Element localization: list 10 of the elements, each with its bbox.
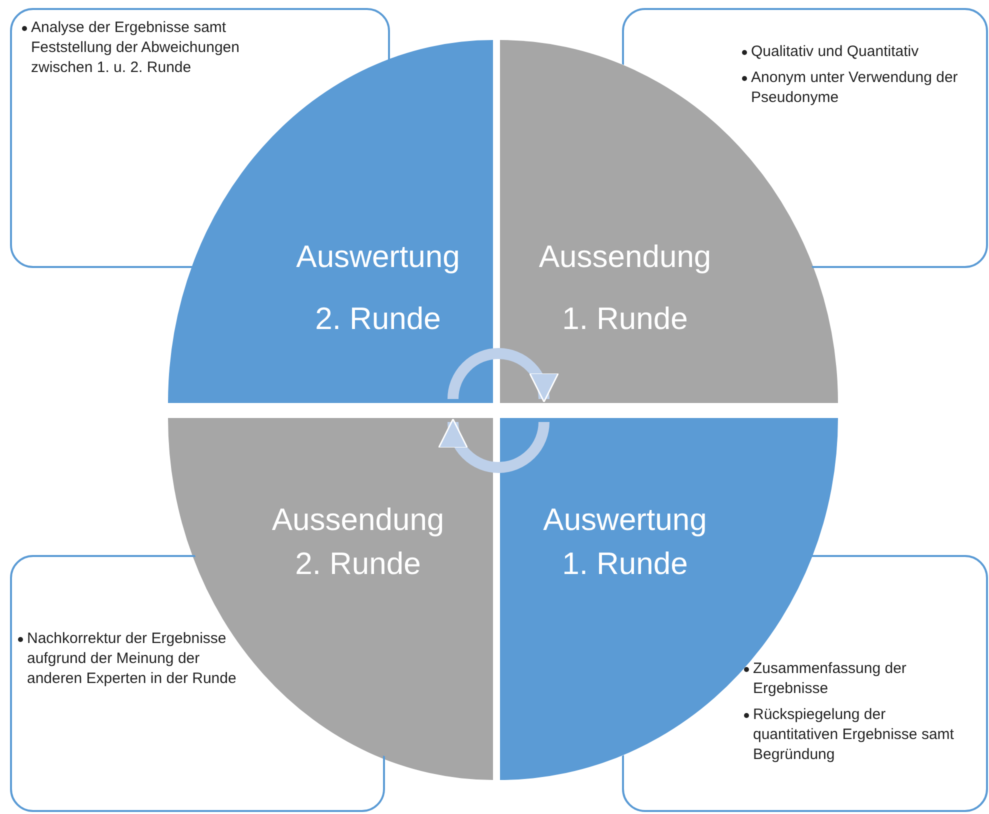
quadrant-label: Auswertung 2. Runde	[295, 238, 461, 338]
bullet-text: Anonym unter Verwendung der Pseudonyme	[751, 68, 959, 108]
quadrant-label: Auswertung 1. Runde	[542, 501, 708, 583]
quadrant-label: Aussendung 2. Runde	[270, 501, 446, 583]
bullet-text: Zusammenfassung der Ergebnisse	[753, 659, 908, 699]
bullet-text: Analyse der Ergebnisse samt Feststellung der Abweichungen zwischen 1. u. 2. Runde	[31, 18, 240, 78]
bullet-text: Rückspiegelung der quantitativen Ergebnisse samt Begründung	[753, 705, 955, 765]
quadrant-label: Aussendung 1. Runde	[538, 238, 712, 338]
bullet-text: Qualitativ und Quantitativ	[751, 42, 919, 62]
bullet-text: Nachkorrektur der Ergebnisse aufgrund der Meinung der anderen Experten in der Runde	[27, 629, 238, 689]
